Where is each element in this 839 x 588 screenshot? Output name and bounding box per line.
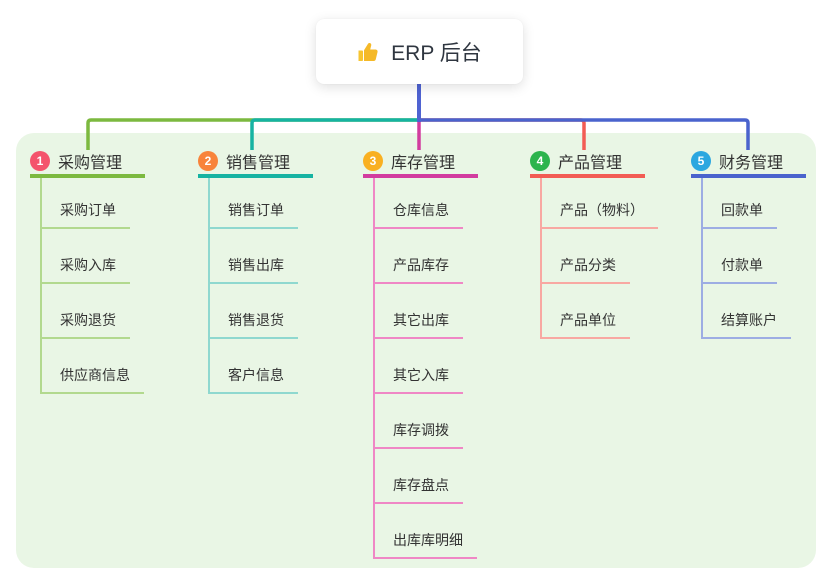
root-label: ERP 后台 [391, 41, 482, 65]
branch-children-sales: 销售订单 销售出库 销售退货 客户信息 [208, 178, 298, 394]
child-topic[interactable]: 结算账户 [703, 284, 791, 339]
branch-header-purchase[interactable]: 1 采购管理 [30, 148, 145, 178]
branch-children-inventory: 仓库信息 产品库存 其它出库 其它入库 库存调拨 库存盘点 出库库明细 [373, 178, 477, 559]
branch-children-purchase: 采购订单 采购入库 采购退货 供应商信息 [40, 178, 144, 394]
branch-label: 产品管理 [558, 155, 623, 172]
child-topic[interactable]: 采购退货 [42, 284, 130, 339]
branch-header-finance[interactable]: 5 财务管理 [691, 148, 806, 178]
branch-children-product: 产品（物料） 产品分类 产品单位 [540, 178, 658, 339]
child-topic[interactable]: 其它出库 [375, 284, 463, 339]
child-topic[interactable]: 客户信息 [210, 339, 298, 394]
branch-header-inventory[interactable]: 3 库存管理 [363, 148, 478, 178]
child-topic[interactable]: 产品库存 [375, 229, 463, 284]
child-topic[interactable]: 产品分类 [542, 229, 630, 284]
branch-number-badge: 4 [530, 151, 550, 171]
child-topic[interactable]: 销售订单 [210, 178, 298, 229]
child-topic[interactable]: 其它入库 [375, 339, 463, 394]
branch-number-badge: 1 [30, 151, 50, 171]
branch-number-badge: 5 [691, 151, 711, 171]
child-topic[interactable]: 采购入库 [42, 229, 130, 284]
child-topic[interactable]: 销售退货 [210, 284, 298, 339]
child-topic[interactable]: 产品（物料） [542, 178, 658, 229]
child-topic[interactable]: 仓库信息 [375, 178, 463, 229]
child-topic[interactable]: 出库库明细 [375, 504, 477, 559]
branch-label: 销售管理 [226, 155, 291, 172]
child-topic[interactable]: 库存调拨 [375, 394, 463, 449]
child-topic[interactable]: 供应商信息 [42, 339, 144, 394]
child-topic[interactable]: 产品单位 [542, 284, 630, 339]
root-node[interactable]: ERP 后台 [316, 19, 523, 84]
child-topic[interactable]: 付款单 [703, 229, 777, 284]
branch-label: 库存管理 [391, 155, 456, 172]
child-topic[interactable]: 采购订单 [42, 178, 130, 229]
branch-header-product[interactable]: 4 产品管理 [530, 148, 645, 178]
child-topic[interactable]: 回款单 [703, 178, 777, 229]
branches-panel [16, 133, 816, 568]
branch-children-finance: 回款单 付款单 结算账户 [701, 178, 791, 339]
branch-number-badge: 2 [198, 151, 218, 171]
branch-header-sales[interactable]: 2 销售管理 [198, 148, 313, 178]
branch-label: 采购管理 [58, 155, 123, 172]
branch-number-badge: 3 [363, 151, 383, 171]
thumbs-up-icon [358, 42, 378, 61]
child-topic[interactable]: 库存盘点 [375, 449, 463, 504]
child-topic[interactable]: 销售出库 [210, 229, 298, 284]
branch-label: 财务管理 [719, 155, 784, 172]
